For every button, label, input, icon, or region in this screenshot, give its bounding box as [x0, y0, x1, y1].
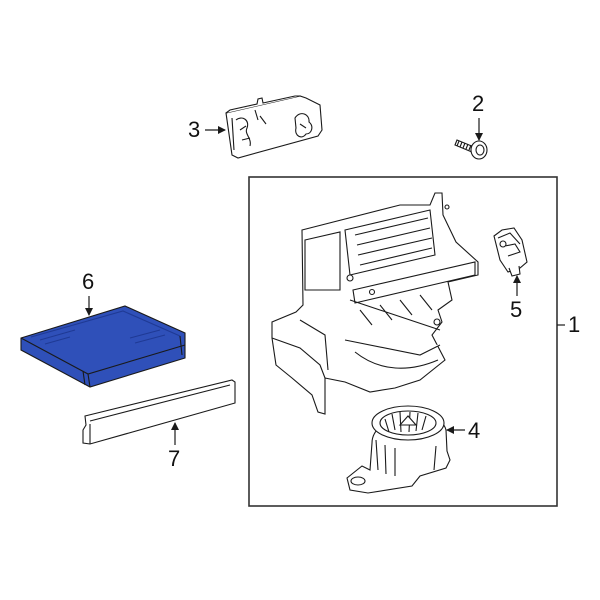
callout-7: 7 — [168, 446, 181, 471]
callout-4: 4 — [468, 418, 481, 443]
part-7-filter-cover[interactable] — [82, 379, 236, 445]
callout-3: 3 — [188, 117, 201, 142]
part-6-cabin-air-filter[interactable] — [20, 305, 186, 388]
part-3-cover[interactable] — [225, 95, 323, 159]
part-4-blower-motor[interactable] — [346, 405, 451, 494]
assembly-box — [248, 176, 565, 507]
part-1-housing[interactable] — [271, 192, 479, 415]
callout-1: 1 — [568, 312, 581, 337]
callout-6: 6 — [82, 269, 95, 294]
part-2-screw[interactable] — [454, 139, 488, 160]
part-5-resistor[interactable] — [493, 227, 528, 277]
leader-arrows — [85, 118, 521, 445]
callout-2: 2 — [472, 91, 485, 116]
callout-5: 5 — [510, 297, 523, 322]
